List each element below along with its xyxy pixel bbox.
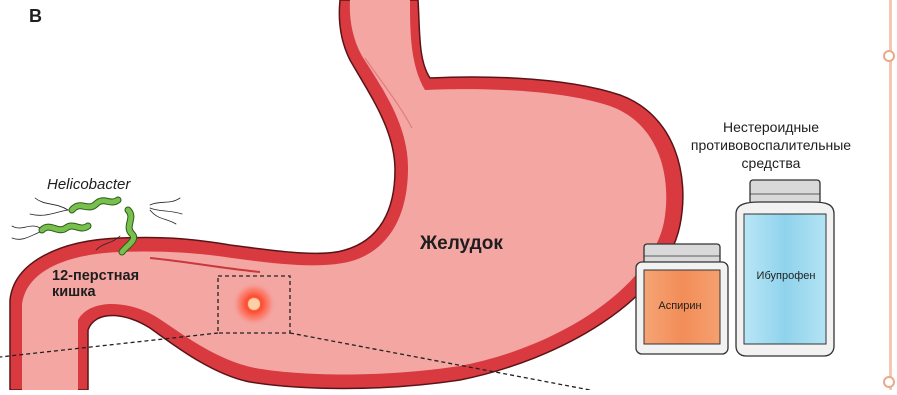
- aspirin-bottle-label: Аспирин: [644, 300, 716, 312]
- nsaid-label: Нестероидные противовоспалительные средс…: [655, 118, 887, 172]
- frame-ring-decoration: [883, 50, 895, 62]
- frame-ring-decoration: [883, 376, 895, 388]
- stomach-label: Желудок: [420, 233, 503, 255]
- aspirin-bottle: [636, 244, 728, 354]
- ulcer-core: [248, 298, 260, 310]
- panel-letter: В: [29, 6, 42, 27]
- ibuprofen-bottle: [736, 180, 834, 356]
- duodenum-label: 12-перстная кишка: [52, 268, 139, 300]
- ibuprofen-bottle-label: Ибупрофен: [738, 270, 834, 282]
- helicobacter-label: Helicobacter: [47, 176, 130, 193]
